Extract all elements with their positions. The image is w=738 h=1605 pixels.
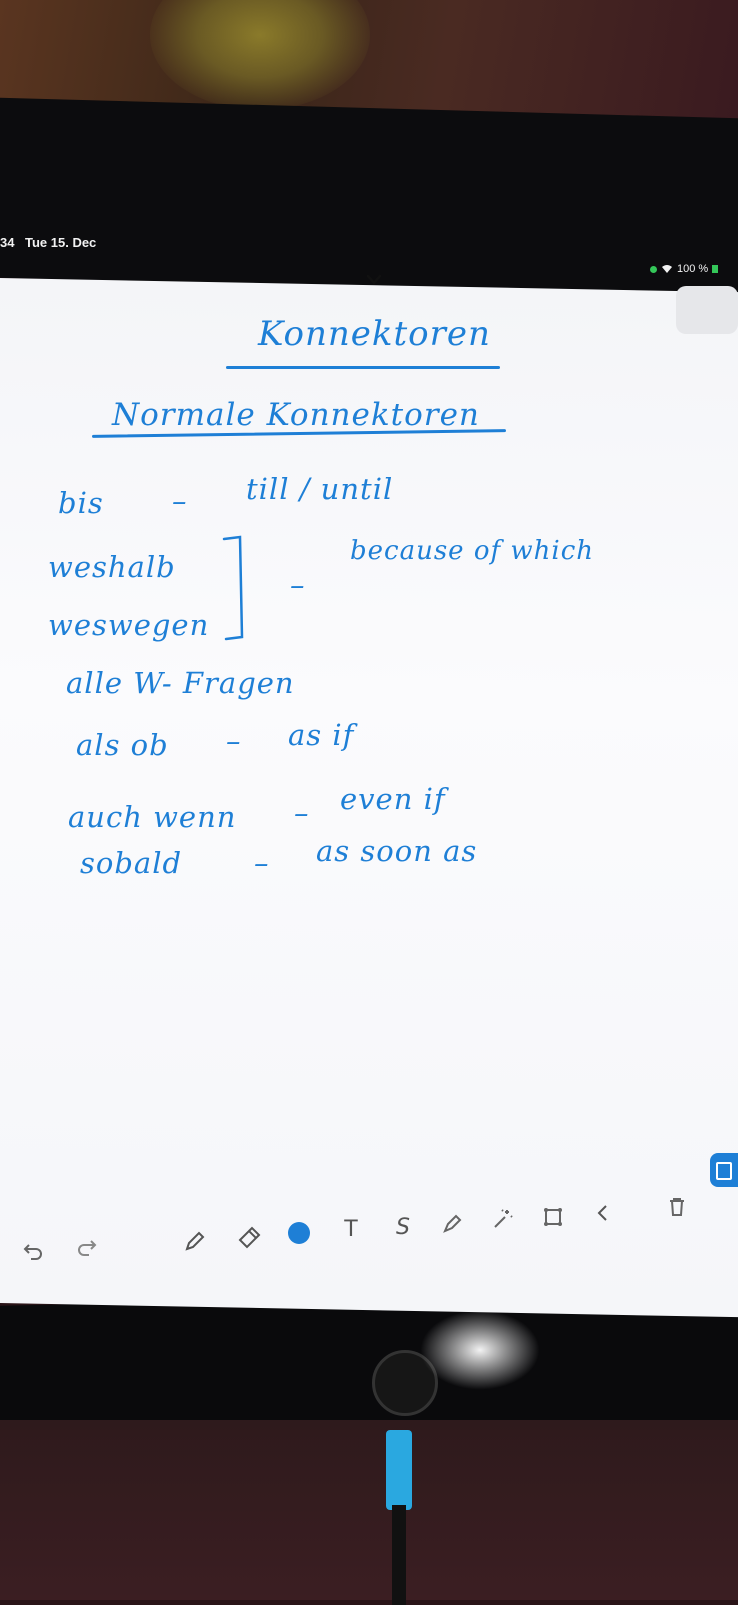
color-dot-icon xyxy=(288,1222,310,1244)
usb-cable-plug xyxy=(386,1430,412,1510)
highlighter-icon xyxy=(443,1214,462,1233)
eraser-tool-button[interactable] xyxy=(236,1224,262,1250)
entry-translation: as if xyxy=(288,718,355,752)
collapse-toolbar-button[interactable] xyxy=(590,1200,616,1226)
note-subtitle: Normale Konnektoren xyxy=(112,397,480,433)
magic-wand-button[interactable] xyxy=(490,1206,516,1232)
undo-icon xyxy=(23,1244,42,1260)
delete-button[interactable] xyxy=(664,1194,690,1220)
pages-icon xyxy=(716,1162,732,1180)
lasso-tool-button[interactable]: S xyxy=(396,1214,410,1240)
chevron-down-icon[interactable] xyxy=(364,272,384,288)
status-indicators: 100 % xyxy=(650,263,719,275)
mic-indicator-icon xyxy=(650,265,657,273)
light-glare xyxy=(420,1310,540,1390)
status-date: Tue 15. Dec xyxy=(25,235,97,250)
battery-icon xyxy=(712,265,719,273)
device-bezel-top xyxy=(0,97,738,299)
entry-german: auch wenn xyxy=(68,800,237,834)
pen-tool-button[interactable] xyxy=(182,1228,208,1254)
entry-translation: because of which xyxy=(350,536,594,566)
entry-german: als ob xyxy=(76,728,169,762)
entry-dash: – xyxy=(290,568,306,602)
entry-dash: – xyxy=(172,484,188,518)
entry-translation: even if xyxy=(340,782,446,816)
entry-german: alle W- Fragen xyxy=(66,666,295,700)
entry-german: bis xyxy=(58,486,104,520)
redo-button[interactable] xyxy=(74,1234,100,1260)
page-panel-tab[interactable] xyxy=(710,1153,738,1187)
magic-wand-icon xyxy=(494,1209,513,1228)
redo-icon xyxy=(78,1240,97,1256)
shapes-icon xyxy=(544,1208,562,1226)
entry-german: weshalb xyxy=(48,550,176,584)
entry-translation: till / until xyxy=(246,472,394,506)
collapse-icon xyxy=(597,1205,607,1221)
trash-icon xyxy=(670,1198,684,1216)
note-title: Konnektoren xyxy=(258,314,491,354)
text-tool-button[interactable]: T xyxy=(344,1216,358,1242)
highlighter-tool-button[interactable] xyxy=(440,1210,466,1236)
background-fabric-bottom xyxy=(0,1420,738,1600)
title-underline xyxy=(226,366,500,369)
entry-dash: – xyxy=(254,846,270,880)
wifi-icon xyxy=(662,265,672,273)
battery-percent: 100 % xyxy=(677,263,709,275)
entry-german: weswegen xyxy=(48,608,210,642)
entry-translation: as soon as xyxy=(316,834,478,868)
bracket-mark xyxy=(222,535,244,641)
eraser-icon xyxy=(238,1226,261,1249)
color-picker-button[interactable] xyxy=(286,1220,312,1246)
pen-icon xyxy=(185,1231,205,1251)
shapes-button[interactable] xyxy=(540,1204,566,1230)
entry-german: sobald xyxy=(80,846,183,880)
side-panel-handle[interactable] xyxy=(676,286,738,334)
entry-dash: – xyxy=(226,724,242,758)
undo-button[interactable] xyxy=(20,1238,46,1264)
usb-cable-cord xyxy=(392,1505,406,1605)
entry-dash: – xyxy=(294,796,310,830)
status-time: 34 xyxy=(0,235,15,250)
